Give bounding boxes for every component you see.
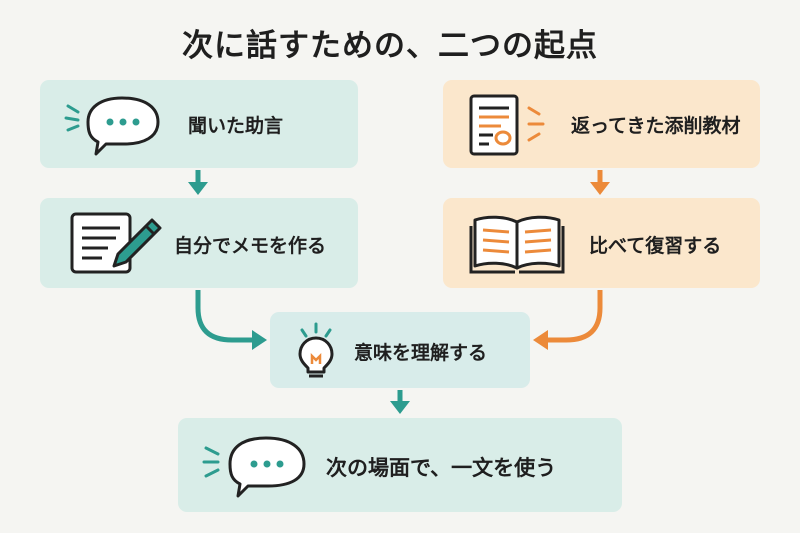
node-understand-label: 意味を理解する	[354, 342, 488, 364]
node-understand: 意味を理解する	[270, 312, 530, 388]
node-returned: 返ってきた添削教材	[443, 80, 760, 168]
arrow-advice-to-memo	[188, 170, 208, 195]
diagram-title: 次に話すための、二つの起点	[182, 28, 598, 64]
node-advice: 聞いた助言	[40, 80, 358, 168]
corrected-document-icon	[469, 94, 545, 156]
arrow-review-to-understand	[533, 290, 603, 350]
node-advice-label: 聞いた助言	[188, 115, 284, 137]
node-returned-label: 返ってきた添削教材	[571, 115, 741, 137]
node-review-label: 比べて復習する	[589, 235, 722, 257]
note-pencil-icon	[70, 212, 162, 274]
arrow-understand-to-use	[390, 390, 410, 414]
arrow-memo-to-understand	[195, 290, 267, 350]
node-use-label: 次の場面で、一文を使う	[326, 456, 557, 480]
lightbulb-icon	[298, 322, 334, 378]
node-memo: 自分でメモを作る	[40, 198, 358, 288]
speech-bubble-icon	[64, 96, 160, 156]
node-use: 次の場面で、一文を使う	[178, 418, 622, 512]
node-review: 比べて復習する	[443, 198, 760, 288]
node-memo-label: 自分でメモを作る	[174, 235, 327, 257]
open-book-icon	[469, 215, 565, 274]
arrow-returned-to-review	[590, 170, 610, 195]
speech-bubble-icon	[202, 436, 306, 498]
